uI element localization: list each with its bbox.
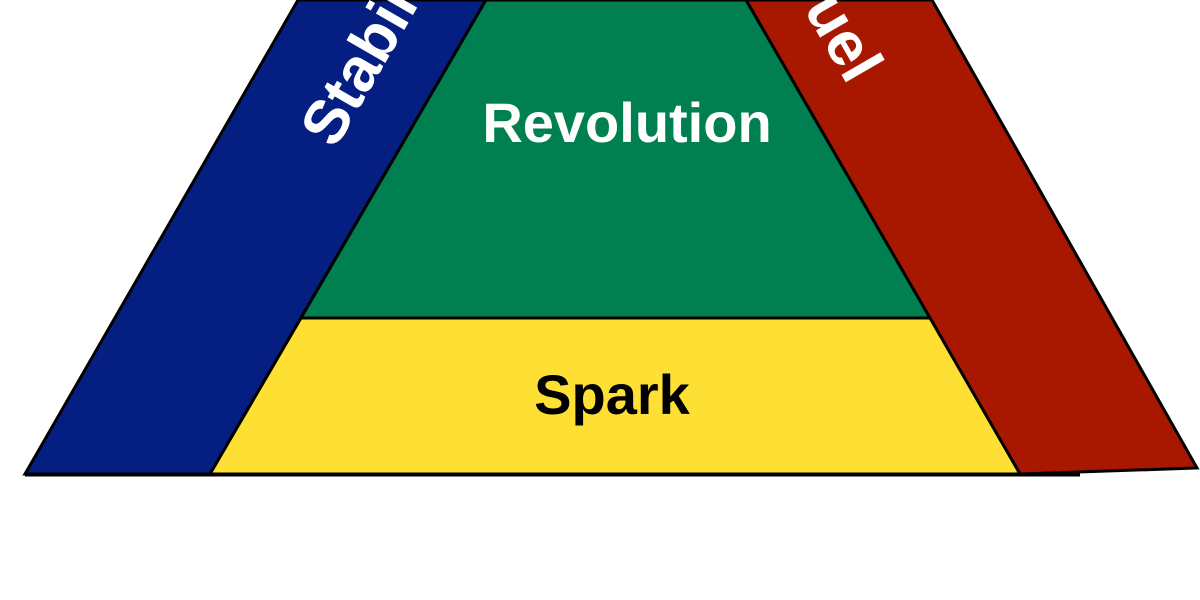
- revolution-label: Revolution: [482, 91, 771, 154]
- spark-label: Spark: [534, 363, 690, 426]
